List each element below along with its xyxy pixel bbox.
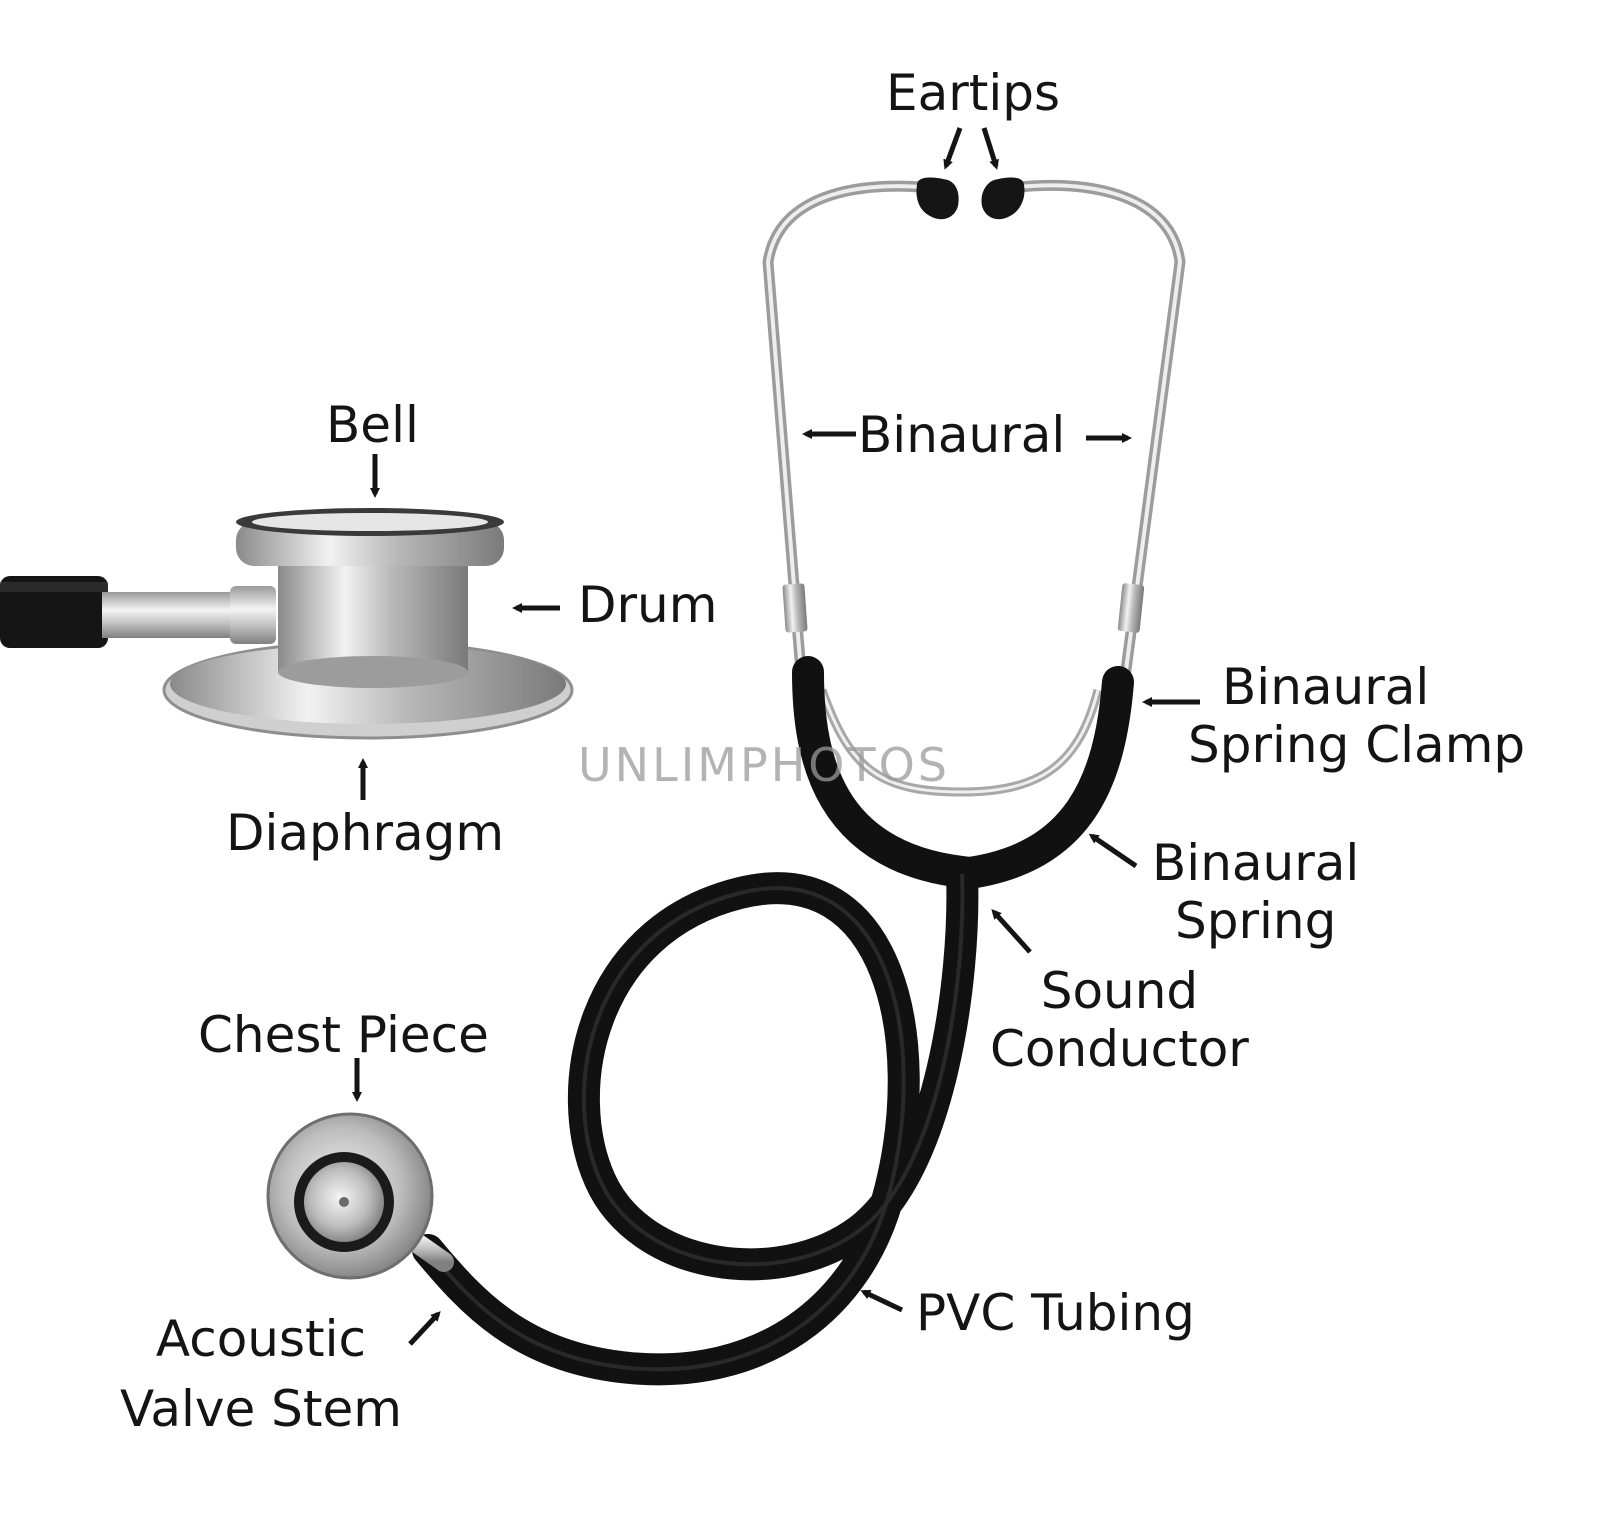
binaural-spring-right-tube <box>946 666 1134 890</box>
watermark: UNLIMPHOTOS <box>578 738 951 792</box>
arrow-eartip-left <box>943 127 963 170</box>
closeup-drum <box>278 560 468 672</box>
label-sound-conductor: Sound Conductor <box>990 962 1249 1078</box>
spring-clamp-left <box>782 583 808 633</box>
callout-arrows <box>352 127 1200 1346</box>
arrow-binaural-spring <box>1088 833 1138 869</box>
label-drum: Drum <box>578 576 718 634</box>
label-eartips: Eartips <box>886 64 1061 122</box>
binaural-spring-left-tube <box>792 656 978 894</box>
label-binaural-spring-clamp-line1: Binaural <box>1222 658 1430 716</box>
label-acoustic-valve-stem-line2: Valve Stem <box>120 1380 402 1438</box>
closeup-stem <box>102 592 252 638</box>
label-acoustic-valve-stem: Acoustic Valve Stem <box>120 1304 402 1444</box>
arrow-sound-conductor <box>991 909 1032 954</box>
label-diaphragm: Diaphragm <box>226 804 505 862</box>
label-binaural-spring-line2: Spring <box>1174 892 1337 950</box>
eartip-left <box>916 177 959 220</box>
label-sound-conductor-line2: Conductor <box>990 1020 1249 1078</box>
arrow-eartip-right <box>981 127 999 170</box>
label-binaural-spring-clamp: Binaural Spring Clamp <box>1188 658 1525 774</box>
label-binaural-spring: Binaural Spring <box>1152 834 1359 950</box>
arrow-valve-stem <box>408 1311 441 1346</box>
eartip-right <box>981 177 1025 220</box>
spring-clamp-right <box>1117 583 1145 633</box>
label-binaural-spring-line1: Binaural <box>1152 834 1360 892</box>
label-acoustic-valve-stem-line1: Acoustic <box>155 1310 367 1368</box>
chestpiece-closeup <box>0 508 574 740</box>
label-binaural: Binaural <box>858 406 1066 464</box>
label-sound-conductor-line1: Sound <box>1040 962 1199 1020</box>
arrow-pvc-tubing <box>860 1289 904 1313</box>
label-bell: Bell <box>326 396 419 454</box>
pvc-tubing <box>412 858 979 1386</box>
stethoscope-main <box>266 177 1186 1386</box>
label-chest-piece: Chest Piece <box>198 1006 489 1064</box>
closeup-tube <box>0 576 108 648</box>
label-pvc-tubing: PVC Tubing <box>916 1284 1195 1342</box>
label-binaural-spring-clamp-line2: Spring Clamp <box>1188 716 1526 774</box>
